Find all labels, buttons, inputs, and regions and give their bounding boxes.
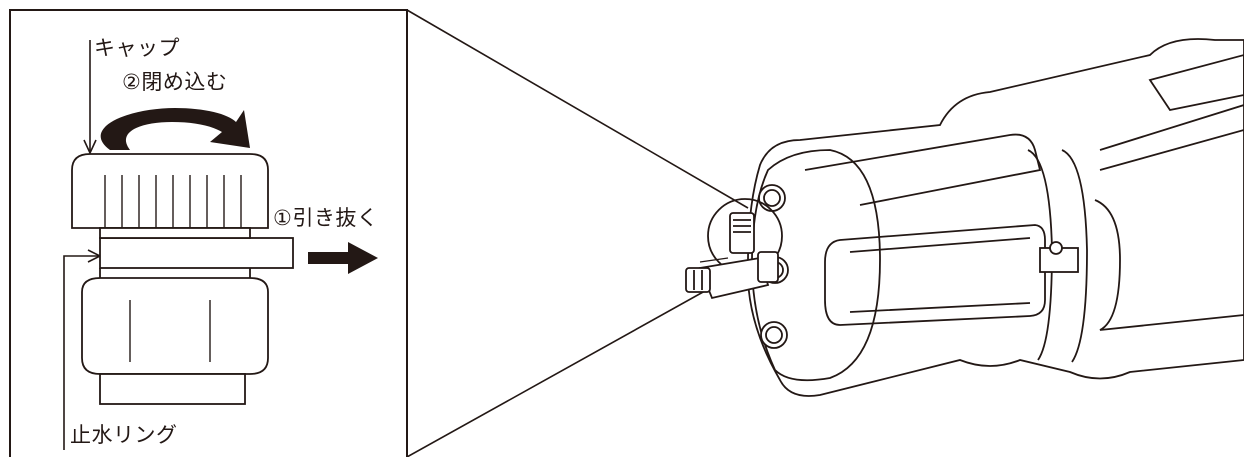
cap-leader-arrow xyxy=(83,139,97,155)
cap-label: キャップ xyxy=(94,36,180,60)
housing-outline xyxy=(746,38,1244,397)
connector-body xyxy=(81,227,269,405)
rotate-arrow-icon xyxy=(100,108,250,150)
step2-tighten-label: ②閉め込む xyxy=(122,70,228,94)
detail-inset xyxy=(9,9,408,457)
fitting-leader xyxy=(699,257,729,263)
inset-frame xyxy=(9,9,408,457)
port-bottom xyxy=(760,321,788,349)
leader-lines xyxy=(63,40,102,450)
label-plate xyxy=(804,133,1042,206)
port-top xyxy=(758,184,786,212)
zoom-line-top xyxy=(406,9,749,209)
side-recess xyxy=(824,224,1046,326)
seal-ring xyxy=(99,237,294,269)
cap xyxy=(71,153,269,229)
zoom-connector-lines xyxy=(406,9,758,457)
filter-housing xyxy=(746,38,1244,397)
seal-ring-label: 止水リング xyxy=(70,423,178,447)
ring-leader xyxy=(63,255,100,450)
step1-pullout-label: ①引き抜く xyxy=(273,206,379,230)
zoom-line-bottom xyxy=(406,261,758,457)
elbow-fitting xyxy=(685,212,779,300)
right-arrow-icon xyxy=(308,242,378,274)
cap-ribs xyxy=(104,175,242,228)
